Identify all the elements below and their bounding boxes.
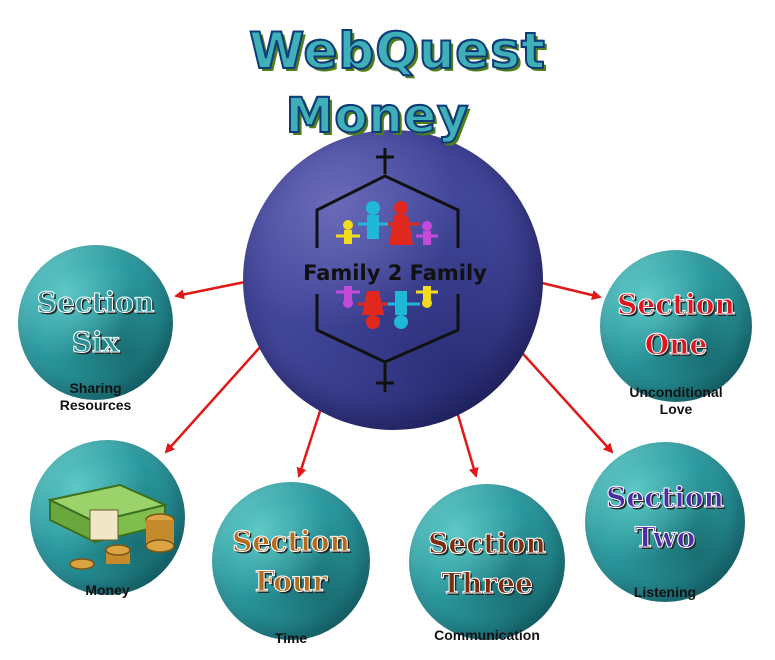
title-webquest: WebQuest <box>248 21 546 81</box>
section-two-caption: Listening <box>633 584 697 600</box>
node-money[interactable]: Money <box>30 440 185 598</box>
section-three-caption: Communication <box>434 627 540 643</box>
money-caption: Money <box>85 582 130 598</box>
arrow-to-section-two <box>514 344 614 454</box>
title-money: Money <box>285 87 470 145</box>
hub-label: Family 2 Family <box>303 261 487 285</box>
arrow-to-section-six <box>174 280 246 300</box>
arrow-to-money <box>164 344 263 454</box>
section-four-caption: Time <box>274 630 308 646</box>
money-stack-coins-icon <box>46 483 175 570</box>
arrow-to-section-one <box>537 280 602 300</box>
arrow-to-section-four <box>296 404 324 478</box>
arrow-to-section-three <box>454 407 479 478</box>
